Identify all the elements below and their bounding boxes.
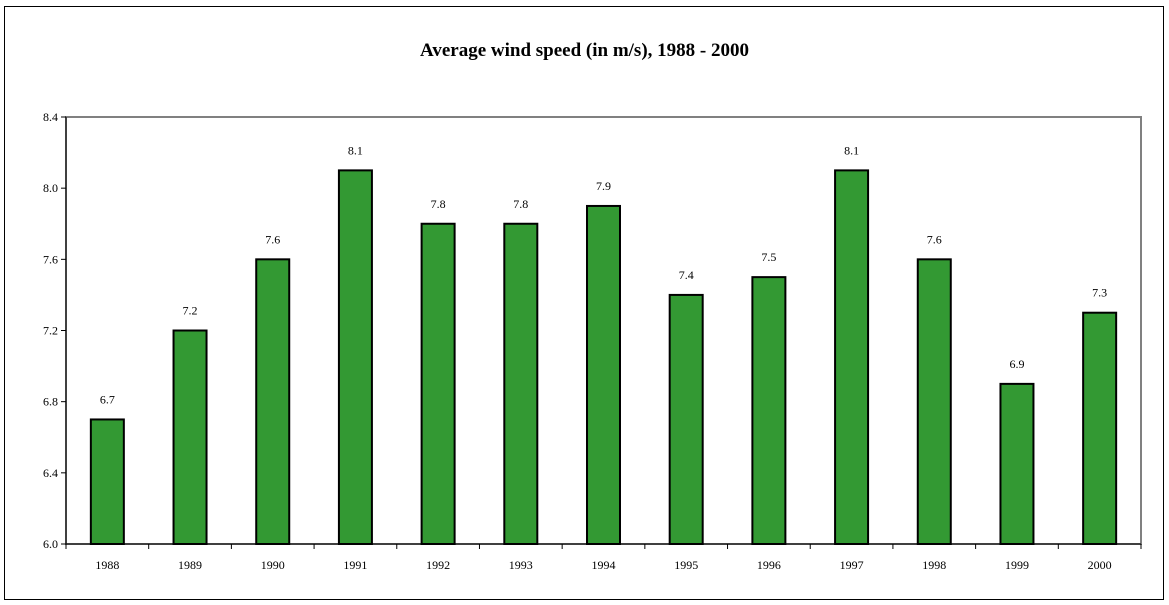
x-tick-label-1990: 1990: [261, 558, 285, 572]
y-tick-label: 6.8: [43, 395, 58, 409]
bar-1990: [255, 258, 291, 545]
bar-1996: [751, 276, 787, 545]
bar-1992: [420, 222, 456, 545]
x-tick-label-1988: 1988: [95, 558, 119, 572]
data-label-1989: 7.2: [183, 304, 198, 318]
y-tick-label: 7.2: [43, 324, 58, 338]
y-tick-label: 6.0: [43, 537, 58, 551]
data-label-1996: 7.5: [761, 250, 776, 264]
x-tick-label-1992: 1992: [426, 558, 450, 572]
data-label-1991: 8.1: [348, 143, 363, 157]
bar-1997: [834, 169, 870, 545]
x-tick-label-2000: 2000: [1088, 558, 1112, 572]
x-tick-label-1996: 1996: [757, 558, 781, 572]
data-label-1998: 7.6: [927, 232, 942, 246]
data-label-1995: 7.4: [679, 268, 694, 282]
x-axis: 1988 1989 1990 1991 1992 1993 1994 1995 1996 1997…: [65, 543, 1142, 572]
x-tick-label-1991: 1991: [343, 558, 367, 572]
x-tick-label-1999: 1999: [1005, 558, 1029, 572]
bar-1994: [586, 204, 621, 545]
bars: 6.7 7.2 7.6 8.1 7.8 7.8 7.9 7.4 7.5 8.1 7.6 6.9 7.3: [89, 143, 1118, 546]
data-label-1988: 6.7: [100, 392, 115, 406]
y-tick-label: 8.0: [43, 181, 58, 195]
x-tick-label-1989: 1989: [178, 558, 202, 572]
bar-1999: [999, 382, 1035, 545]
data-label-1992: 7.8: [431, 197, 446, 211]
x-tick-label-1994: 1994: [592, 558, 616, 572]
data-label-2000: 7.3: [1092, 286, 1107, 300]
data-label-1993: 7.8: [513, 197, 528, 211]
data-label-1994: 7.9: [596, 179, 611, 193]
chart-title: Average wind speed (in m/s), 1988 - 2000: [420, 40, 749, 61]
x-tick-label-1997: 1997: [840, 558, 864, 572]
bar-1988: [89, 418, 125, 546]
bar-1995: [668, 293, 704, 545]
x-tick-label-1998: 1998: [922, 558, 946, 572]
data-label-1990: 7.6: [265, 232, 280, 246]
y-axis: 6.0 6.4 6.8 7.2 7.6 8.0 8.4: [43, 110, 67, 551]
y-tick-label: 6.4: [43, 466, 58, 480]
bar-1989: [172, 329, 208, 545]
bar-1991: [337, 169, 373, 545]
x-tick-label-1995: 1995: [674, 558, 698, 572]
x-tick-label-1993: 1993: [509, 558, 533, 572]
y-tick-label: 8.4: [43, 110, 58, 124]
data-label-1997: 8.1: [844, 143, 859, 157]
bar-1998: [916, 258, 952, 545]
y-tick-label: 7.6: [43, 252, 58, 266]
data-label-1999: 6.9: [1009, 357, 1024, 371]
bar-1993: [503, 222, 539, 545]
bar-2000: [1082, 311, 1118, 546]
